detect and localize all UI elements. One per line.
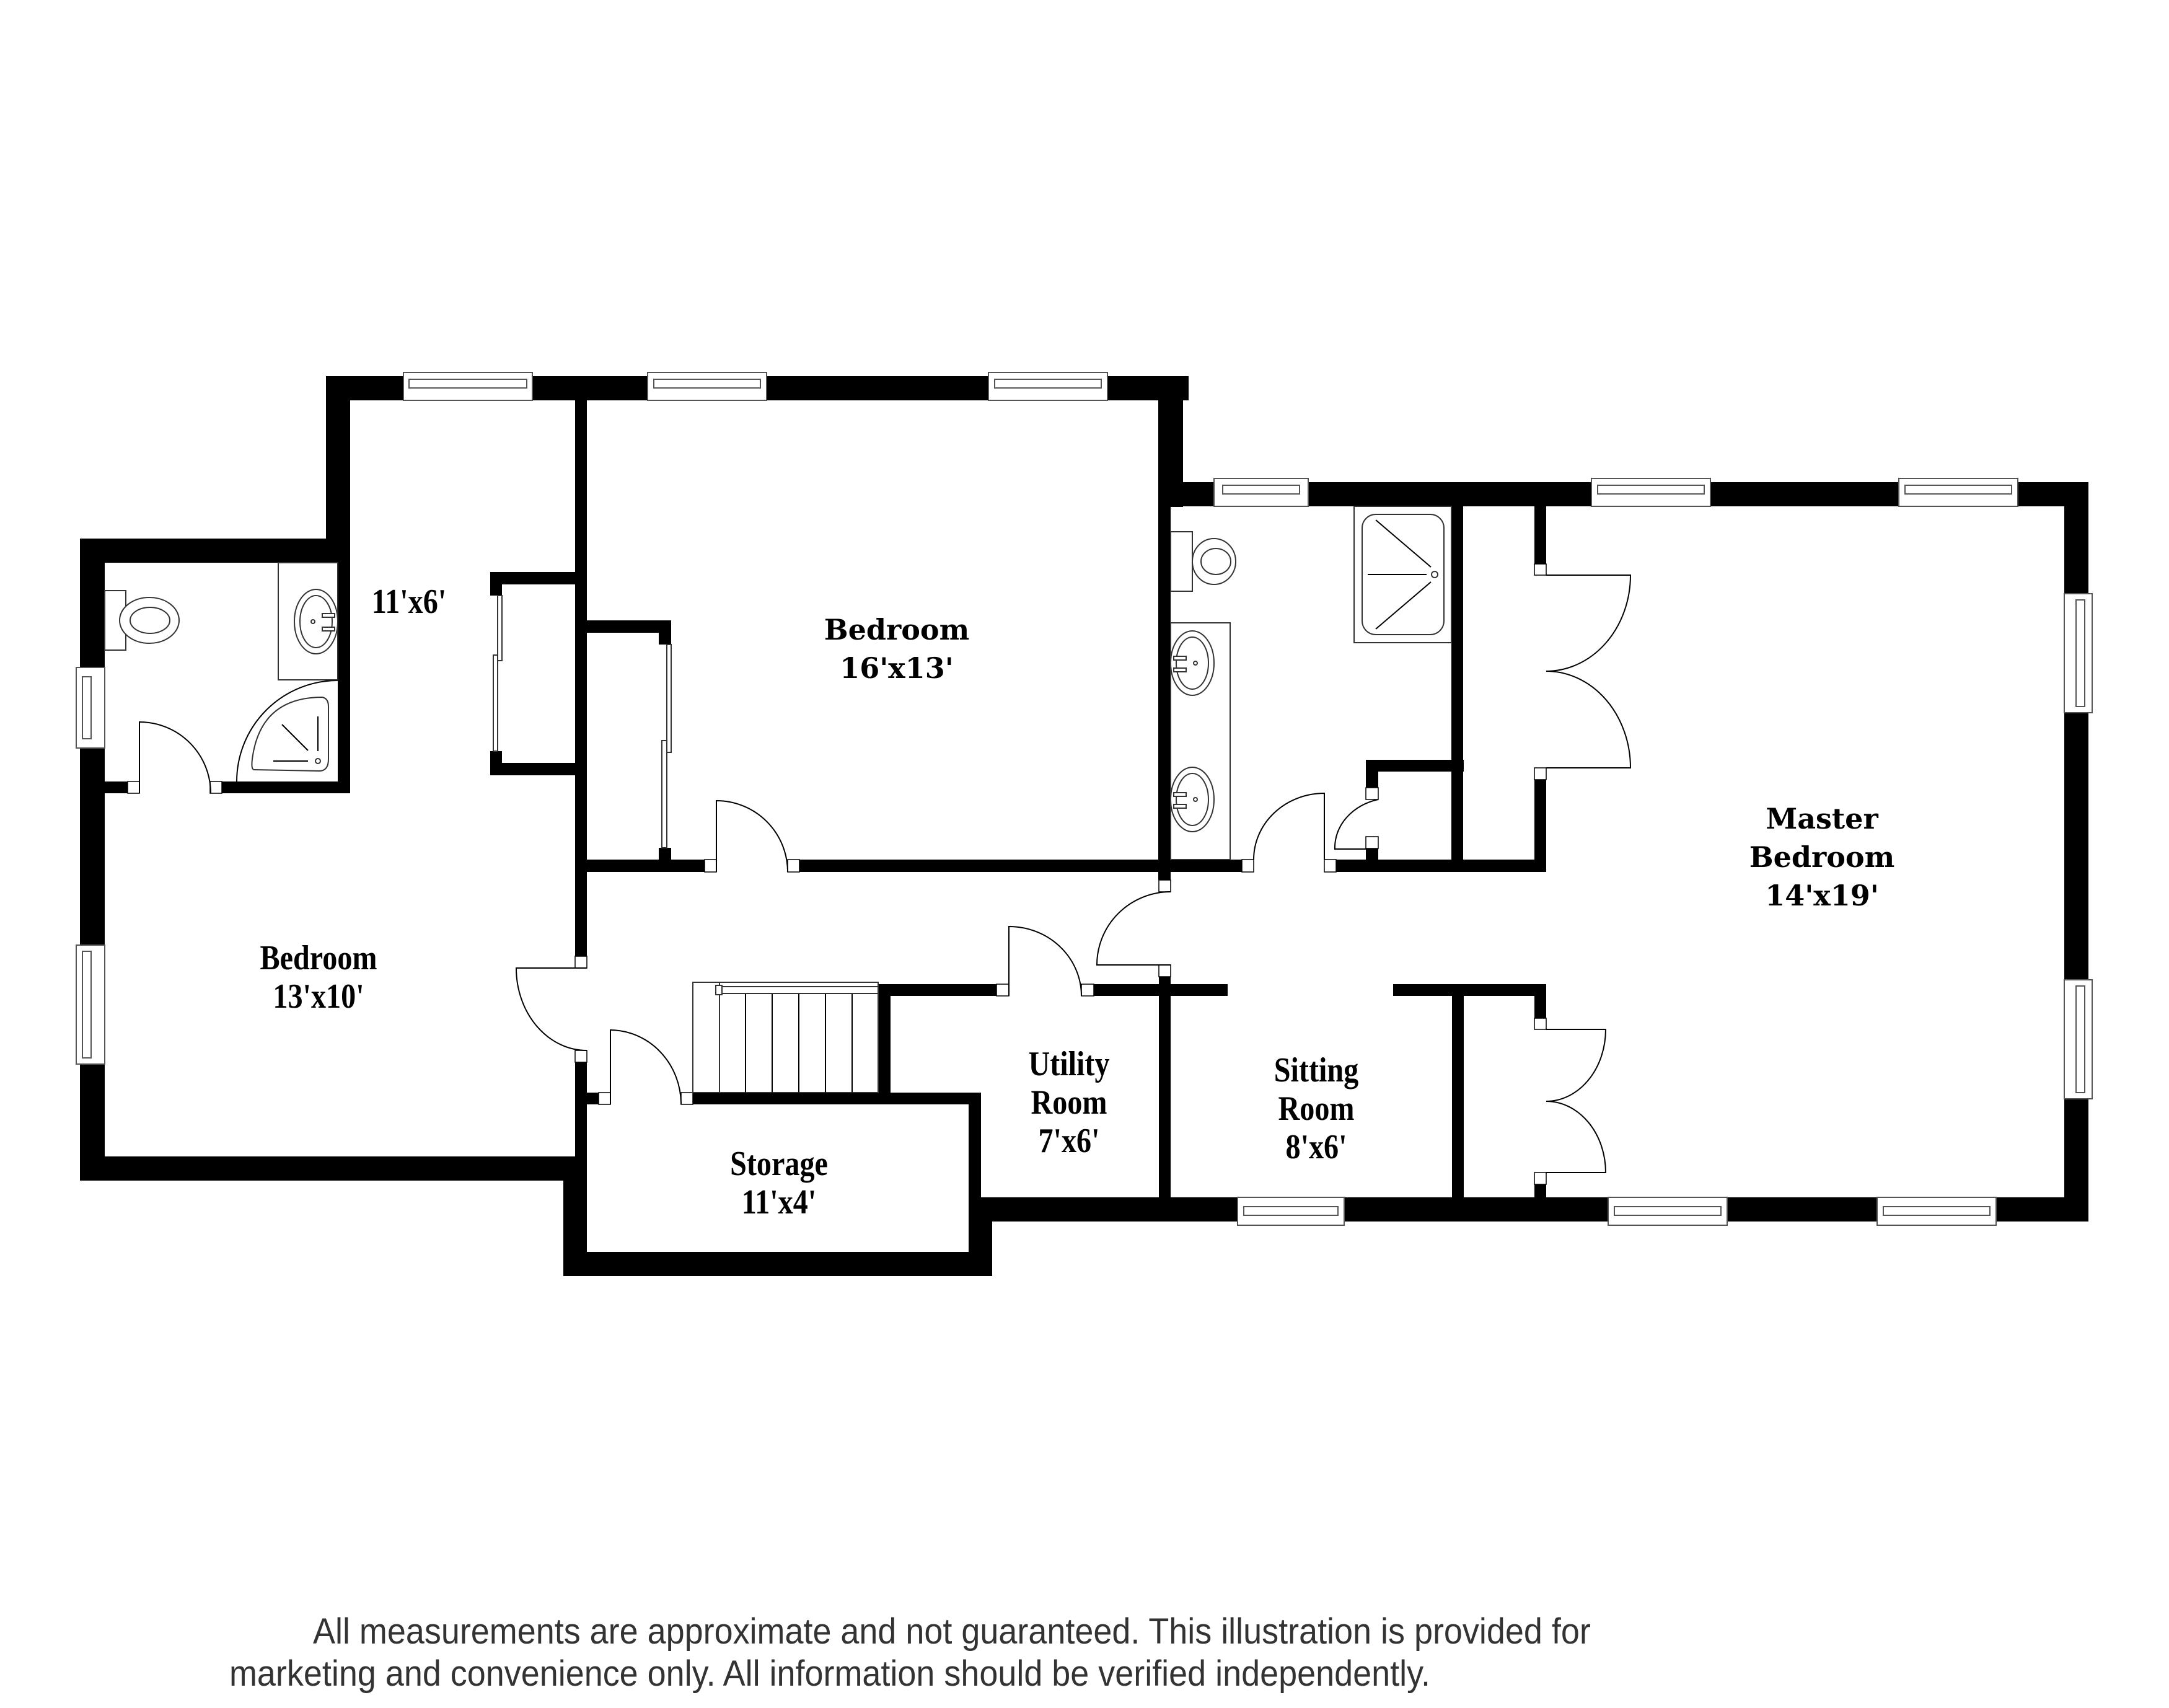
room-label-master-bedroom: Master Bedroom 14'x19': [1749, 799, 1895, 915]
windows: [76, 372, 2093, 1226]
door-jambs: [127, 563, 1547, 1185]
room-size: 14'x19': [1765, 879, 1879, 912]
room-name-line2: Room: [1278, 1090, 1355, 1128]
window-icon: [1213, 478, 1309, 507]
window-icon: [1237, 1197, 1345, 1226]
room-label-bedroom-center: Bedroom 16'x13': [824, 610, 970, 687]
room-size: 11'x4': [741, 1183, 817, 1222]
window-icon: [76, 944, 105, 1065]
room-name-line1: Sitting: [1274, 1051, 1359, 1090]
disclaimer-line-1: All measurements are approximate and not…: [313, 1611, 1591, 1652]
room-size: 16'x13': [840, 651, 954, 685]
room-label-utility-room: Utility Room 7'x6': [1028, 1045, 1109, 1160]
window-icon: [988, 372, 1108, 401]
window-icon: [1608, 1197, 1728, 1226]
room-label-hall-upper: 11'x6': [372, 583, 446, 621]
room-label-bedroom-left: Bedroom 13'x10': [260, 939, 377, 1016]
toilet-icon: [1170, 531, 1236, 592]
shower-arc-icon: [236, 680, 338, 782]
window-icon: [2064, 979, 2093, 1099]
sink-icon: [278, 562, 338, 680]
room-size: 11'x6': [371, 583, 447, 621]
window-icon: [76, 667, 105, 749]
window-icon: [1898, 478, 2018, 507]
room-name-line1: Utility: [1028, 1045, 1110, 1083]
fixtures: [104, 506, 1452, 1093]
room-name-line2: Room: [1031, 1083, 1107, 1122]
window-icon: [647, 372, 767, 401]
room-name: Storage: [730, 1145, 828, 1183]
toilet-icon: [104, 590, 180, 651]
window-icon: [2064, 593, 2093, 713]
disclaimer-line-2: marketing and convenience only. All info…: [229, 1653, 1431, 1694]
door-swing-icon: [139, 721, 211, 794]
window-icon: [1876, 1197, 1997, 1226]
room-name: Bedroom: [824, 613, 970, 646]
door-swings: [139, 574, 1632, 1173]
window-icon: [403, 372, 533, 401]
room-name-line2: Bedroom: [1749, 840, 1895, 874]
room-label-storage: Storage 11'x4': [730, 1145, 828, 1222]
shower-icon: [251, 696, 329, 772]
room-size: 7'x6': [1038, 1122, 1100, 1160]
window-icon: [1591, 478, 1711, 507]
room-size: 8'x6': [1285, 1128, 1347, 1166]
room-name-line1: Master: [1766, 802, 1878, 835]
vanity-icon: [1170, 622, 1231, 860]
stairs-icon: [692, 982, 879, 1093]
shower-icon: [1353, 506, 1452, 643]
room-name: Bedroom: [260, 939, 377, 977]
room-label-sitting-room: Sitting Room 8'x6': [1274, 1051, 1358, 1166]
room-size: 13'x10': [273, 977, 364, 1016]
